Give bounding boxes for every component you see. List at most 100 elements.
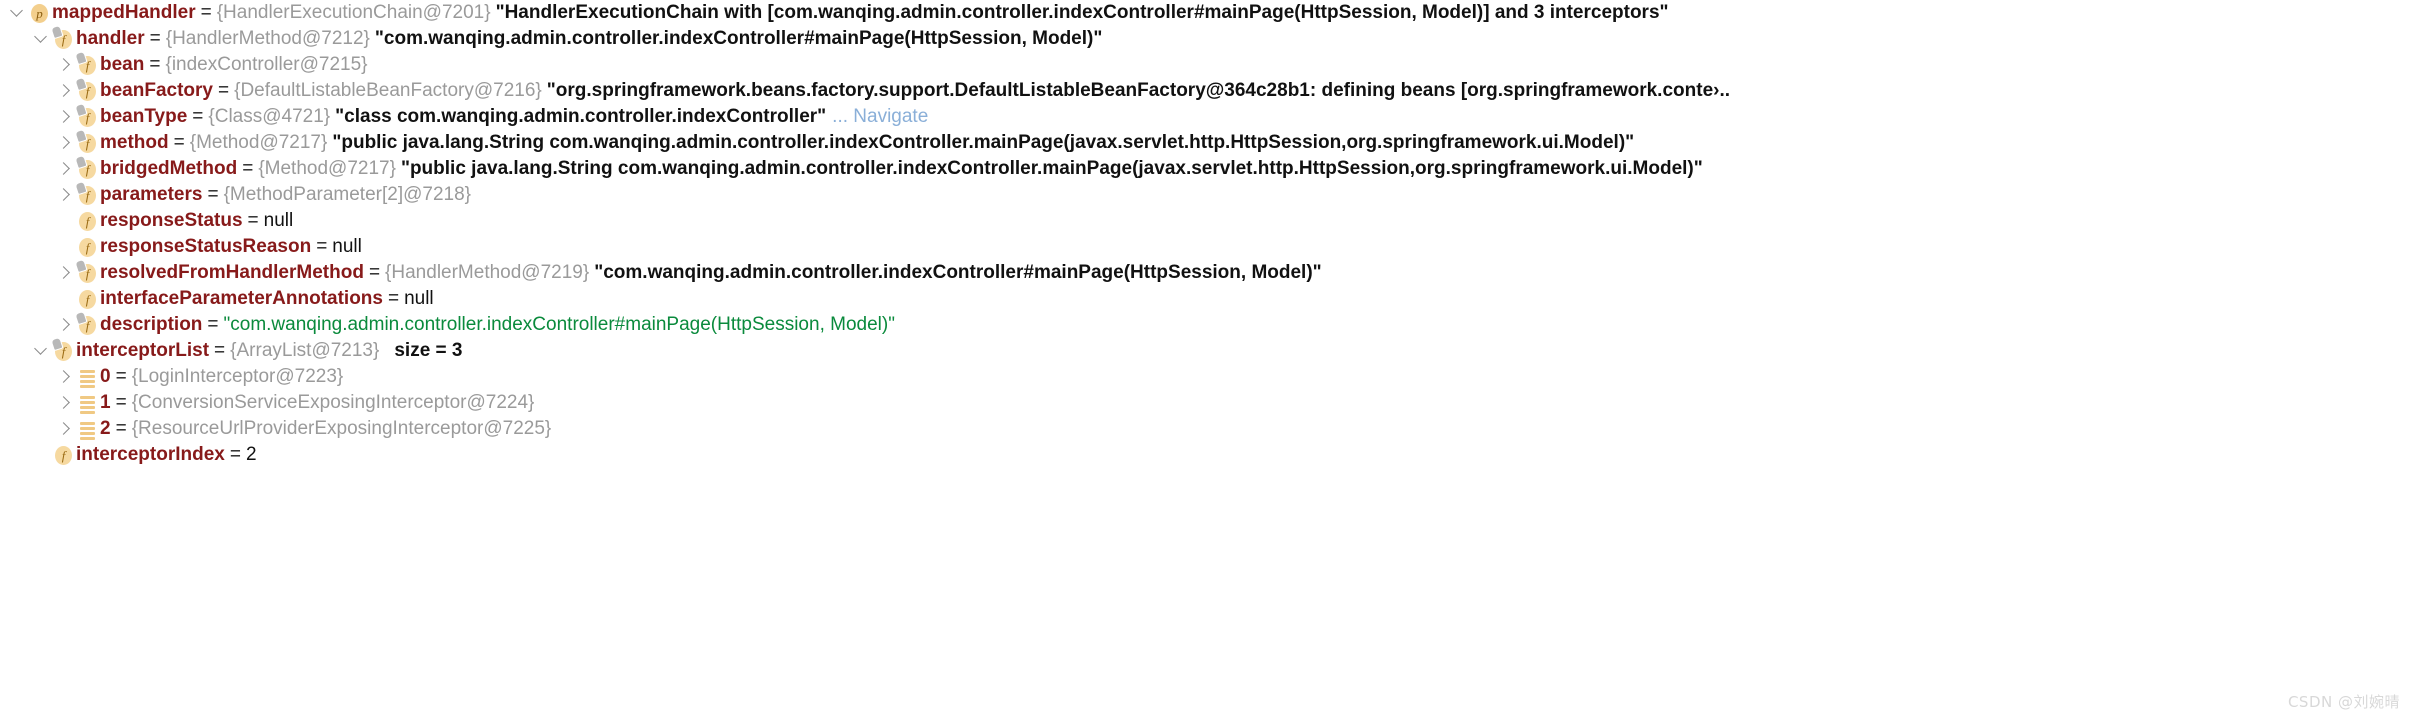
equals-sign: =: [242, 158, 254, 179]
equals-sign: =: [173, 132, 185, 153]
icon-glyph: f: [79, 238, 96, 257]
field-icon: f: [76, 208, 100, 234]
equals-sign: =: [192, 106, 204, 127]
variable-name: interceptorList: [76, 340, 210, 361]
variable-value: null: [332, 236, 362, 257]
navigate-link[interactable]: ... Navigate: [832, 106, 929, 127]
chevron-right-icon[interactable]: [56, 364, 76, 390]
equals-sign: =: [368, 262, 381, 283]
list-item-icon: [76, 416, 100, 442]
chevron-right-icon[interactable]: [56, 260, 76, 286]
variable-name: mappedHandler: [52, 2, 196, 23]
chevron-right-icon[interactable]: [56, 78, 76, 104]
equals-sign: =: [387, 288, 400, 309]
variable-value: "com.wanqing.admin.controller.indexContr…: [374, 28, 1103, 49]
icon-glyph: f: [55, 446, 72, 465]
field-icon: f: [76, 286, 100, 312]
variable-type: {ArrayList@7213}: [230, 340, 380, 361]
tree-row[interactable]: 2={ResourceUrlProviderExposingIntercepto…: [0, 416, 2410, 442]
variable-value: "com.wanqing.admin.controller.indexContr…: [223, 314, 895, 335]
variable-name: interfaceParameterAnnotations: [100, 288, 383, 309]
icon-glyph: f: [79, 56, 96, 75]
variable-name: 2: [100, 418, 111, 439]
variable-type: {LoginInterceptor@7223}: [131, 366, 344, 387]
variable-value: "org.springframework.beans.factory.suppo…: [546, 80, 1731, 101]
chevron-down-icon[interactable]: [8, 0, 28, 26]
chevron-right-icon[interactable]: [56, 156, 76, 182]
variable-value: "public java.lang.String com.wanqing.adm…: [400, 158, 1703, 179]
equals-sign: =: [200, 2, 212, 23]
equals-sign: =: [247, 210, 259, 231]
variable-value: "com.wanqing.admin.controller.indexContr…: [594, 262, 1322, 283]
chevron-right-icon[interactable]: [56, 390, 76, 416]
list-item-icon: [76, 364, 100, 390]
variable-name: 1: [100, 392, 111, 413]
icon-glyph: f: [79, 264, 96, 283]
variable-value: "class com.wanqing.admin.controller.inde…: [335, 106, 827, 127]
field-icon: f: [76, 78, 100, 104]
chevron-right-icon[interactable]: [56, 182, 76, 208]
tree-row[interactable]: 1={ConversionServiceExposingInterceptor@…: [0, 390, 2410, 416]
chevron-down-icon[interactable]: [32, 338, 52, 364]
watermark-label: CSDN @刘婉晴: [2287, 693, 2400, 711]
equals-sign: =: [115, 366, 127, 387]
variable-name: description: [100, 314, 203, 335]
icon-glyph: f: [79, 134, 96, 153]
icon-glyph: f: [79, 212, 96, 231]
field-icon: f: [76, 52, 100, 78]
variable-name: responseStatusReason: [100, 236, 312, 257]
variable-name: parameters: [100, 184, 203, 205]
tree-row[interactable]: 0={LoginInterceptor@7223}: [0, 364, 2410, 390]
variable-value: "HandlerExecutionChain with [com.wanqing…: [495, 2, 1669, 23]
variable-value: 2: [245, 444, 257, 465]
variable-name: bean: [100, 54, 145, 75]
field-icon: f: [52, 26, 76, 52]
icon-glyph: f: [55, 342, 72, 361]
chevron-right-icon[interactable]: [56, 416, 76, 442]
chevron-right-icon[interactable]: [56, 130, 76, 156]
variable-type: {DefaultListableBeanFactory@7216}: [234, 80, 542, 101]
variable-value: null: [263, 210, 294, 231]
variable-type: {ResourceUrlProviderExposingInterceptor@…: [131, 418, 552, 439]
field-icon: f: [76, 130, 100, 156]
equals-sign: =: [207, 314, 219, 335]
collection-size: size = 3: [394, 340, 463, 361]
chevron-right-icon[interactable]: [56, 312, 76, 338]
chevron-down-icon[interactable]: [32, 26, 52, 52]
variable-name: responseStatus: [100, 210, 243, 231]
variable-value: "public java.lang.String com.wanqing.adm…: [332, 132, 1635, 153]
field-icon: f: [76, 312, 100, 338]
chevron-right-icon[interactable]: [56, 52, 76, 78]
icon-glyph: f: [79, 290, 96, 309]
variable-type: {HandlerExecutionChain@7201}: [216, 2, 491, 23]
variable-name: interceptorIndex: [76, 444, 225, 465]
equals-sign: =: [149, 54, 161, 75]
variable-type: {Class@4721}: [208, 106, 331, 127]
chevron-right-icon[interactable]: [56, 104, 76, 130]
variable-name: beanFactory: [100, 80, 213, 101]
icon-glyph: f: [79, 160, 96, 179]
variable-value: null: [404, 288, 434, 309]
variable-name: resolvedFromHandlerMethod: [100, 262, 364, 283]
variable-type: {Method@7217}: [189, 132, 328, 153]
variable-type: {HandlerMethod@7212}: [165, 28, 370, 49]
equals-sign: =: [214, 340, 226, 361]
variable-type: {HandlerMethod@7219}: [385, 262, 590, 283]
variable-name: handler: [76, 28, 145, 49]
